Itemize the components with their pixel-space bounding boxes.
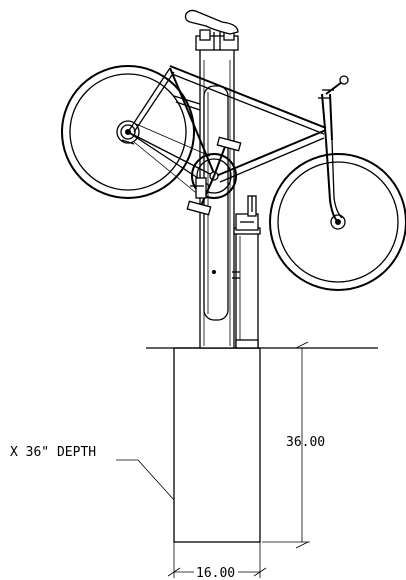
- pump-tube: [233, 227, 261, 349]
- depth-dimension: 36.00: [262, 341, 325, 549]
- depth-dimension-label: 36.00: [286, 435, 325, 450]
- pump-handle: [232, 271, 240, 279]
- depth-note: X 36" DEPTH: [10, 445, 175, 501]
- post-bolt: [212, 270, 216, 274]
- clamp-bracket: [190, 177, 207, 199]
- bike-seat: [184, 9, 239, 35]
- crank-arm: [186, 136, 242, 216]
- pump-head: [235, 195, 259, 231]
- chain: [133, 123, 211, 197]
- post-slot: [203, 85, 229, 321]
- post-top-cap: [195, 29, 239, 51]
- chainring: [191, 153, 237, 199]
- depth-note-label: X 36" DEPTH: [10, 445, 96, 460]
- concrete-footing: [173, 347, 261, 543]
- clamp-arm: [173, 95, 201, 111]
- width-dimension-label: 16.00: [196, 566, 235, 580]
- rear-wheel: [61, 65, 195, 199]
- width-dimension: 16.00: [167, 542, 267, 580]
- rear-derailleur: [116, 120, 140, 145]
- handlebar-stem: [318, 75, 349, 99]
